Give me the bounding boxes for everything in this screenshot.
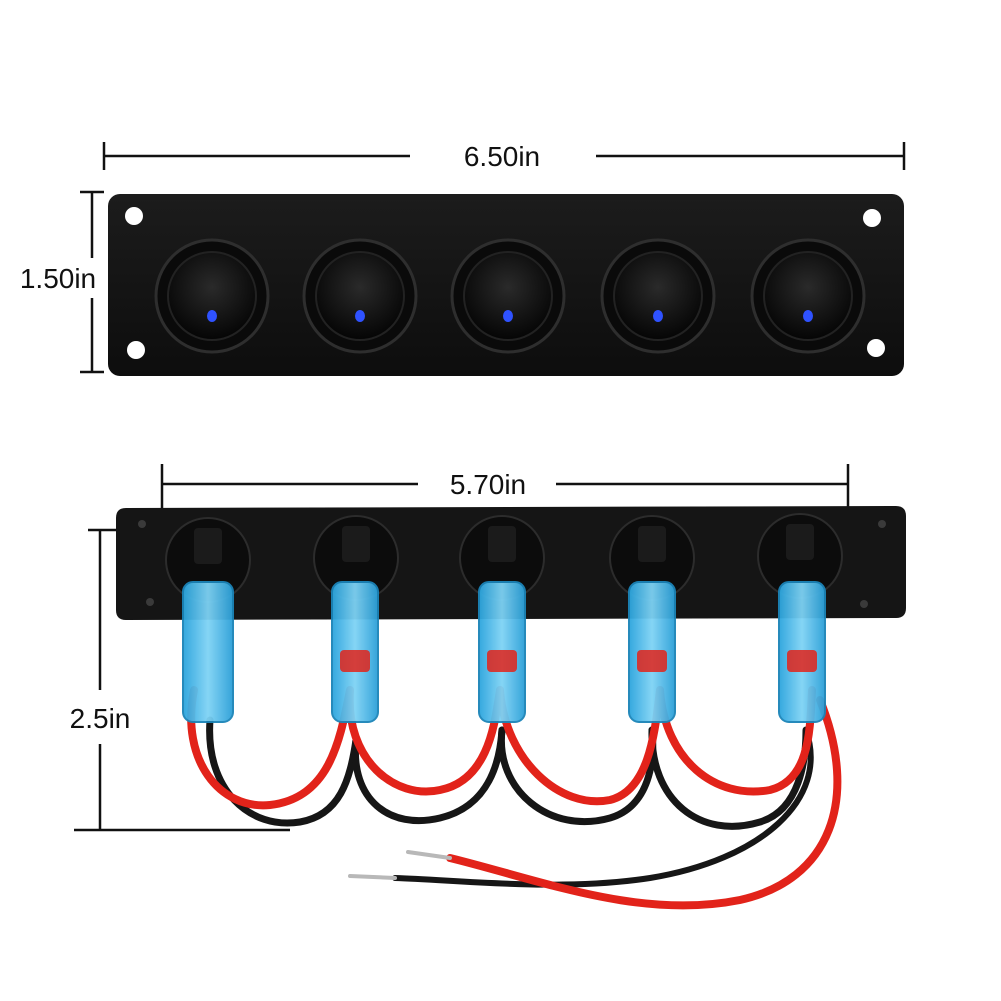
led-indicator-icon [355, 310, 365, 322]
wire-harness [187, 686, 842, 910]
front-switch [750, 238, 866, 354]
mount-hole-icon [125, 207, 143, 225]
mount-hole-icon [878, 520, 886, 528]
back-height-label: 2.5in [70, 703, 131, 734]
mount-hole-icon [863, 209, 881, 227]
switch-housings [194, 524, 814, 564]
front-width-dimension [102, 142, 906, 170]
terminal-connectors [182, 581, 826, 723]
mount-hole-icon [127, 341, 145, 359]
back-panel-group: 5.70in 2.5in [70, 464, 906, 910]
switch-backs [165, 513, 843, 603]
mount-hole-icon [146, 598, 154, 606]
led-indicator-icon [803, 310, 813, 322]
front-panel-group: 6.50in 1.50in [20, 141, 906, 376]
mount-hole-icon [138, 520, 146, 528]
front-switch [600, 238, 716, 354]
front-switch [450, 238, 566, 354]
led-indicator-icon [653, 310, 663, 322]
front-height-dimension [80, 190, 104, 374]
led-indicator-icon [207, 310, 217, 322]
front-switch [302, 238, 418, 354]
led-indicator-icon [503, 310, 513, 322]
mount-hole-icon [867, 339, 885, 357]
spade-terminal [182, 581, 234, 723]
back-span-label: 5.70in [450, 469, 526, 500]
front-switch [154, 238, 270, 354]
mount-hole-icon [860, 600, 868, 608]
front-width-label: 6.50in [464, 141, 540, 172]
front-height-label: 1.50in [20, 263, 96, 294]
